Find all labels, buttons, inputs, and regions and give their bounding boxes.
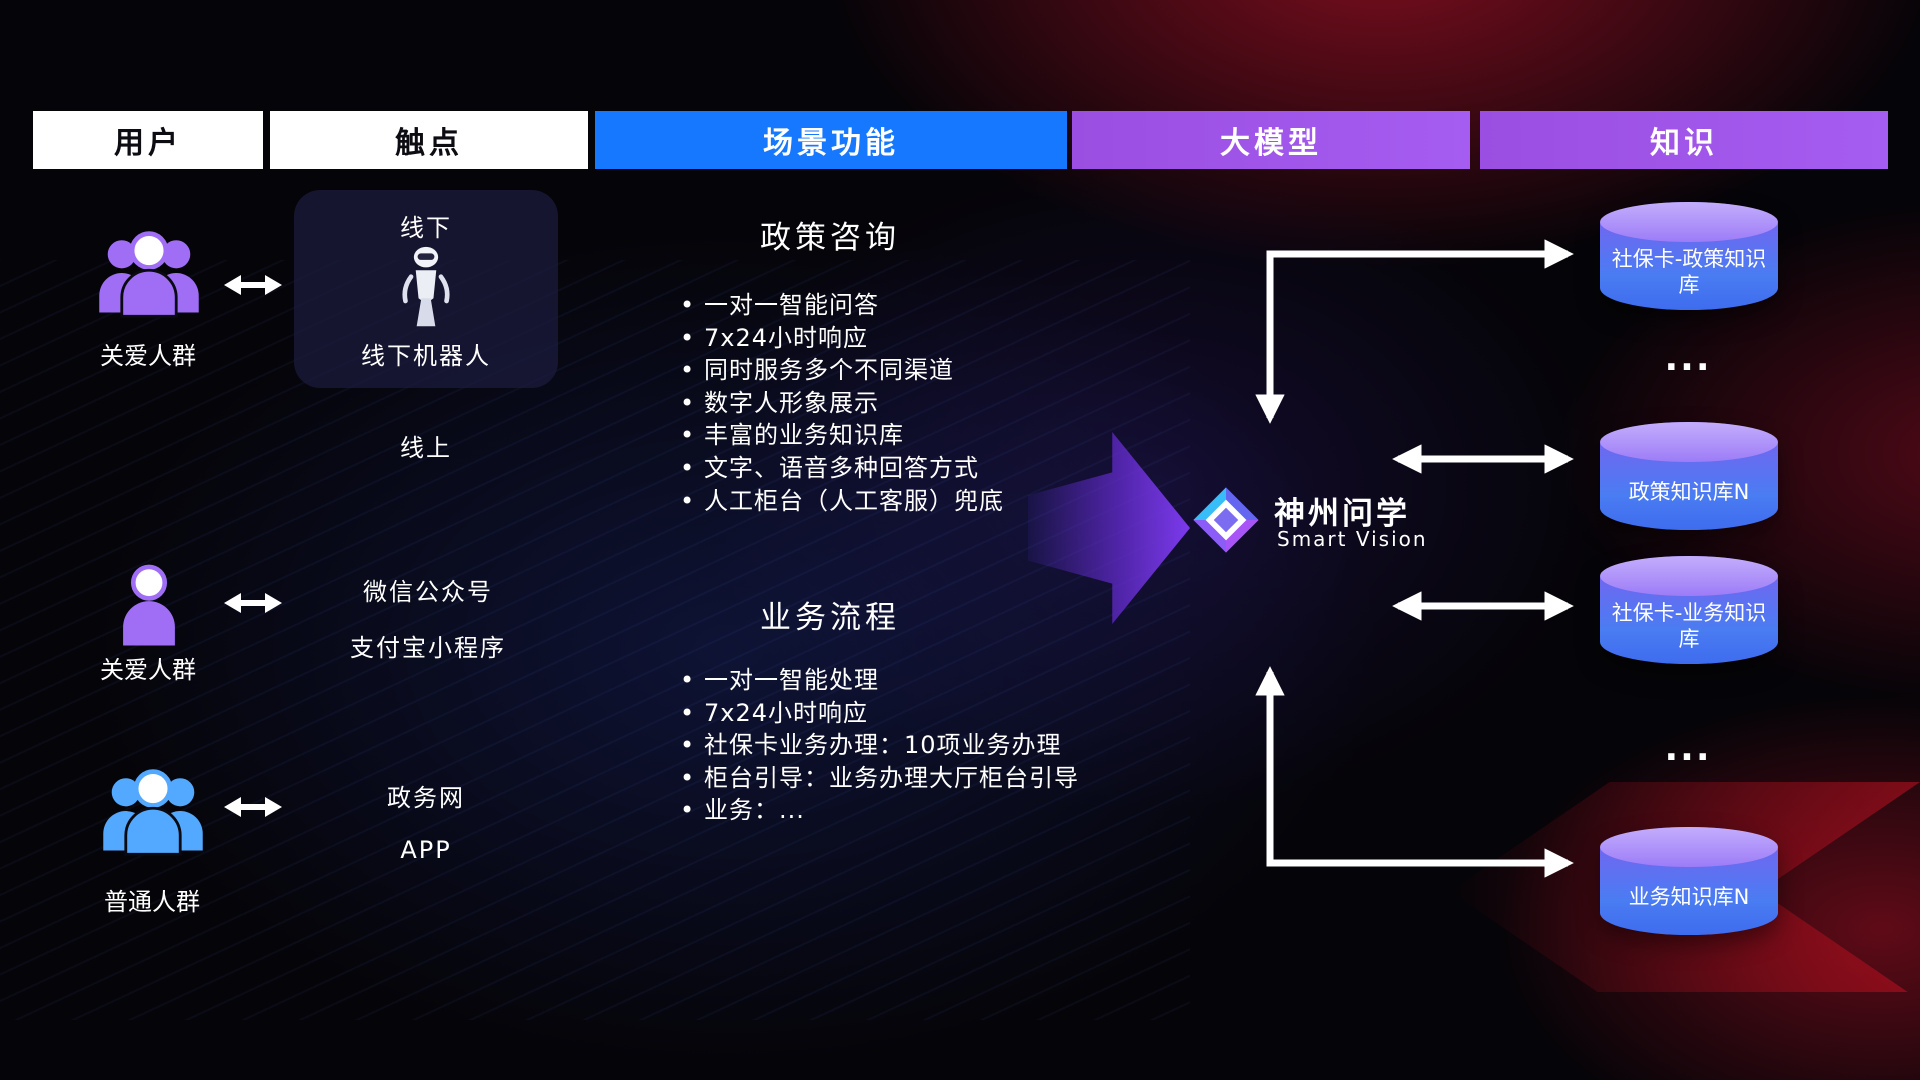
database-sscard-business: 社保卡-业务知识库 — [1600, 556, 1778, 664]
touchpoint-wechat: 微信公众号 — [363, 578, 493, 606]
database-cylinder-top — [1600, 422, 1778, 462]
column-header-knowledge-label: 知识 — [1650, 126, 1718, 161]
column-header-scene-functions: 场景功能 — [595, 111, 1067, 169]
policy-bullet: 7x24小时响应 — [676, 322, 1004, 355]
database-sscard-policy: 社保卡-政策知识库 — [1600, 202, 1778, 310]
business-bullet: 7x24小时响应 — [676, 697, 1079, 730]
user-label-care-group-1: 关爱人群 — [100, 342, 196, 370]
database-label: 政策知识库N — [1628, 479, 1750, 504]
policy-bullet: 同时服务多个不同渠道 — [676, 354, 1004, 387]
policy-section-title: 政策咨询 — [760, 220, 900, 256]
column-header-users-label: 用户 — [114, 126, 182, 161]
policy-bullet-list: 一对一智能问答 7x24小时响应 同时服务多个不同渠道 数字人形象展示 丰富的业… — [676, 289, 1004, 517]
business-section-title: 业务流程 — [760, 600, 900, 636]
user-label-ordinary-group: 普通人群 — [104, 888, 200, 916]
database-policy-n: 政策知识库N — [1600, 422, 1778, 530]
database-label: 社保卡-业务知识库 — [1611, 600, 1767, 651]
touchpoint-gov-web: 政务网 — [387, 784, 465, 812]
column-header-touchpoints-label: 触点 — [395, 126, 463, 161]
database-cylinder-top — [1600, 202, 1778, 242]
database-label: 社保卡-政策知识库 — [1611, 246, 1767, 297]
online-title: 线上 — [400, 434, 452, 462]
policy-bullet: 一对一智能问答 — [676, 289, 1004, 322]
business-bullet: 社保卡业务办理：10项业务办理 — [676, 729, 1079, 762]
offline-touchpoint-card: 线下 线下机器人 — [294, 190, 558, 388]
offline-title: 线下 — [400, 214, 452, 242]
column-header-knowledge: 知识 — [1480, 111, 1888, 169]
smart-vision-logo-icon — [1193, 487, 1259, 553]
double-arrow-icon — [224, 797, 282, 817]
user-group-blue-icon — [103, 769, 203, 856]
flow-arrow — [1028, 432, 1190, 624]
column-header-llm-label: 大模型 — [1220, 126, 1322, 161]
database-cylinder-top — [1600, 556, 1778, 596]
business-bullet: 一对一智能处理 — [676, 664, 1079, 697]
database-cylinder-top — [1600, 827, 1778, 867]
double-arrow-icon — [224, 275, 282, 295]
policy-bullet: 文字、语音多种回答方式 — [676, 452, 1004, 485]
business-bullet: 柜台引导：业务办理大厅柜台引导 — [676, 762, 1079, 795]
column-header-llm: 大模型 — [1072, 111, 1470, 169]
model-name: 神州问学 — [1274, 496, 1410, 532]
model-subtitle: Smart Vision — [1277, 527, 1428, 551]
user-group-purple-icon — [99, 231, 199, 318]
touchpoint-app: APP — [400, 836, 452, 864]
double-arrow-icon — [224, 593, 282, 613]
policy-bullet: 人工柜台（人工客服）兜底 — [676, 485, 1004, 518]
database-label: 业务知识库N — [1628, 884, 1750, 909]
column-header-touchpoints: 触点 — [270, 111, 588, 169]
ellipsis-dots: ... — [1664, 728, 1712, 769]
column-header-scene-functions-label: 场景功能 — [763, 126, 899, 161]
database-business-n: 业务知识库N — [1600, 827, 1778, 935]
robot-icon — [402, 246, 450, 327]
user-label-care-group-2: 关爱人群 — [100, 656, 196, 684]
offline-robot-label: 线下机器人 — [361, 342, 491, 370]
business-bullet-list: 一对一智能处理 7x24小时响应 社保卡业务办理：10项业务办理 柜台引导：业务… — [676, 664, 1079, 827]
touchpoint-alipay: 支付宝小程序 — [350, 634, 506, 662]
policy-bullet: 数字人形象展示 — [676, 387, 1004, 420]
policy-bullet: 丰富的业务知识库 — [676, 419, 1004, 452]
user-single-purple-icon — [123, 564, 175, 646]
business-bullet: 业务：... — [676, 794, 1079, 827]
ellipsis-dots: ... — [1664, 338, 1712, 379]
column-header-users: 用户 — [33, 111, 263, 169]
